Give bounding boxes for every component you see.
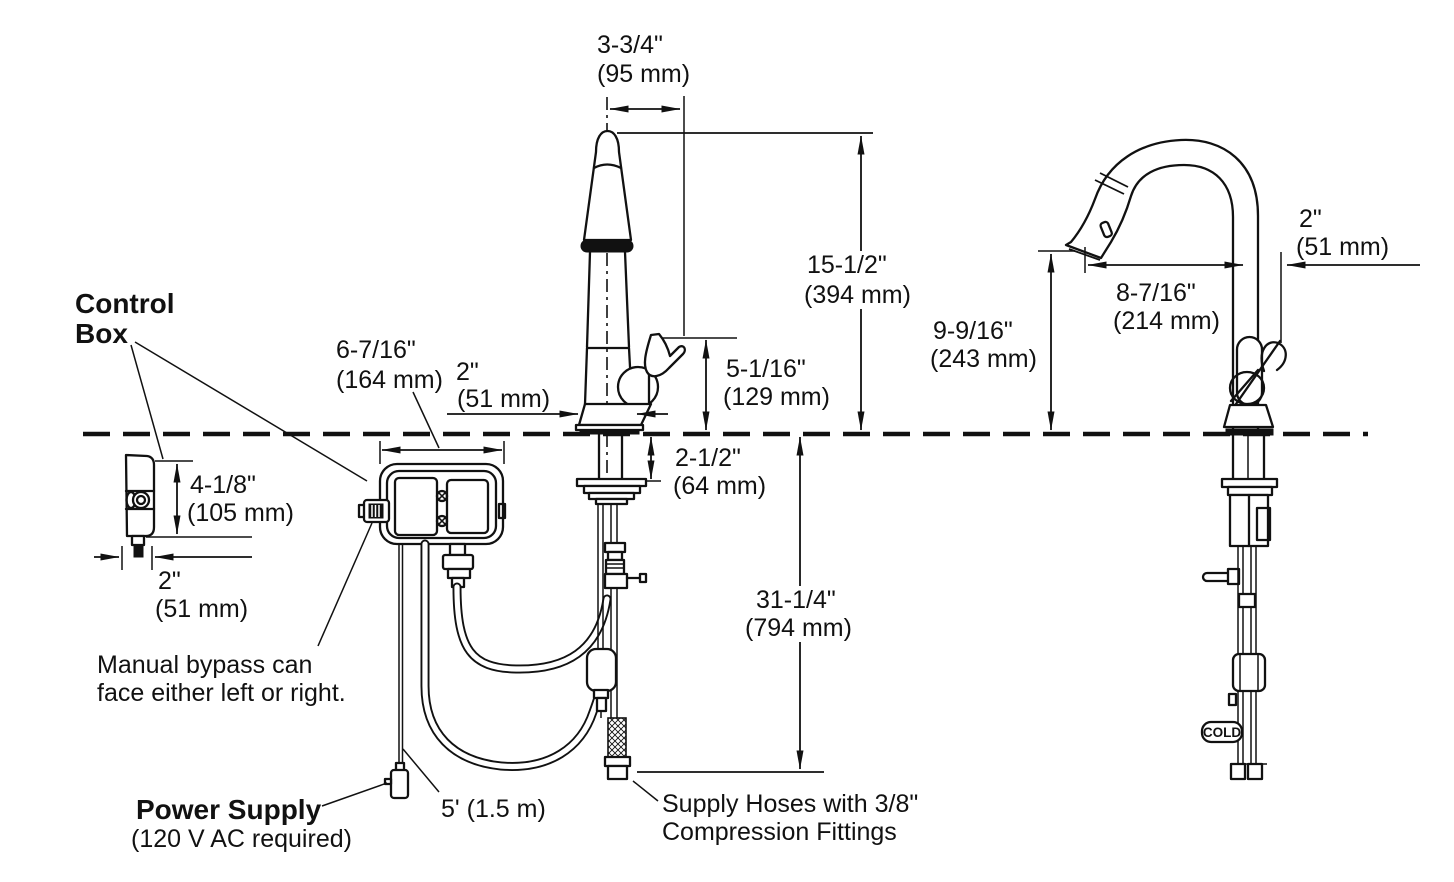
outlet-fitting [441, 553, 475, 571]
screw-top [435, 489, 449, 503]
side-supply-nut-1 [1229, 762, 1247, 781]
faucet-under-counter [575, 432, 648, 781]
hose-loops [420, 539, 612, 771]
dim-box-width-in: 6-7/16" [336, 336, 416, 364]
dim-handle-height-mm: (129 mm) [723, 383, 830, 411]
control-box-right-panel [445, 478, 490, 535]
cold-tag-outline [1200, 720, 1244, 744]
faucet-front-view [574, 97, 686, 435]
hose-weight [585, 647, 618, 693]
dim-shank-depth-in: 2-1/2" [675, 444, 741, 472]
dim-hose-drop-mm: (794 mm) [745, 614, 852, 642]
power-plug [389, 768, 410, 800]
control-box-front-view [357, 462, 507, 589]
control-box-left-panel [393, 476, 439, 537]
dim-shank-depth-mm: (64 mm) [673, 472, 766, 500]
side-bypass-lever [1201, 571, 1233, 583]
screw-bottom [435, 514, 449, 528]
spray-head [582, 129, 633, 242]
dim-spout-offset-in: 3-3/4" [597, 31, 663, 59]
faucet-side-view [1064, 138, 1287, 436]
control-box-leader-left [130, 344, 164, 460]
dim-box-height-mm: (105 mm) [187, 499, 294, 527]
power-supply-label: Power Supply [136, 794, 322, 825]
check-valve-tee [603, 572, 629, 590]
sprayer-button [1099, 220, 1113, 239]
side-mounting-plate [1220, 477, 1279, 489]
spout-offset-dimension [609, 96, 685, 336]
dim-spout-clearance-mm: (243 mm) [930, 345, 1037, 373]
cord-length-leader [402, 748, 440, 793]
side-mixer-component [1231, 652, 1267, 693]
dim-handle-height-in: 5-1/16" [726, 355, 806, 383]
hose-fitting [603, 541, 627, 554]
control-box-label-line1: Control [75, 288, 175, 319]
side-knob-inner [135, 494, 147, 506]
control-box-label-line2: Box [75, 318, 128, 349]
side-faucet-base [1222, 403, 1275, 429]
side-inline-fitting [1237, 592, 1257, 609]
spout-body [583, 250, 634, 406]
dim-spout-clearance-in: 9-9/16" [933, 317, 1013, 345]
control-box-leader-right [134, 341, 368, 482]
dim-spout-reach-mm: (214 mm) [1113, 307, 1220, 335]
power-supply-leader [321, 782, 388, 807]
dim-handle-offset-mm: (51 mm) [1296, 233, 1389, 261]
faucet-handle [643, 332, 686, 378]
side-connector-plug [133, 544, 144, 558]
control-box-width-dimension [379, 391, 505, 464]
manual-bypass-leader [317, 522, 373, 647]
spray-head-ring [580, 239, 634, 253]
label-bg-spout-height [801, 251, 923, 309]
supply-hoses-label-line2: Compression Fittings [662, 818, 897, 846]
side-supply-nut-2 [1246, 762, 1264, 781]
manual-bypass-valve [357, 498, 391, 524]
dim-body-width-mm: (51 mm) [457, 385, 550, 413]
cord-length-label: 5' (1.5 m) [441, 795, 546, 823]
power-supply-note: (120 V AC required) [131, 825, 352, 853]
shank-depth-dimension [645, 436, 661, 482]
compression-fitting [603, 755, 632, 768]
control-box-height-dimension [146, 460, 252, 538]
power-cord [383, 544, 410, 800]
outlet-fitting2 [446, 567, 472, 580]
dim-box-height-in: 4-1/8" [190, 471, 256, 499]
braided-hose [607, 717, 627, 759]
gooseneck-spout [1064, 138, 1260, 430]
control-box-depth-dimension [94, 546, 252, 570]
dim-box-width-mm: (164 mm) [336, 366, 443, 394]
dim-box-depth-mm: (51 mm) [155, 595, 248, 623]
spout-clearance-dimension [1038, 250, 1075, 431]
dim-body-width-in: 2" [456, 358, 479, 386]
control-box-side-view [124, 453, 156, 558]
side-under-counter [1200, 433, 1279, 781]
dim-handle-offset-in: 2" [1299, 205, 1322, 233]
dim-spout-height-mm: (394 mm) [804, 281, 911, 309]
side-connector [130, 534, 146, 547]
manual-bypass-note-line1: Manual bypass can [97, 651, 312, 679]
dim-hose-drop-in: 31-1/4" [756, 586, 836, 614]
supply-hoses-leader [632, 780, 659, 802]
side-handle-hook [1260, 341, 1287, 373]
cold-tag-label: COLD [1203, 725, 1241, 740]
spout-reach-dimension [1084, 247, 1244, 273]
handle-offset-dimension [1280, 252, 1420, 343]
outlet-neck [448, 542, 467, 557]
plug-prong [383, 777, 393, 786]
control-box-side-tab [497, 502, 507, 520]
dim-spout-reach-in: 8-7/16" [1116, 279, 1196, 307]
dim-box-depth-in: 2" [158, 567, 181, 595]
dim-spout-offset-mm: (95 mm) [597, 60, 690, 88]
dim-spout-height-in: 15-1/2" [807, 251, 887, 279]
manual-bypass-note-line2: face either left or right. [97, 679, 346, 707]
supply-hoses-label-line1: Supply Hoses with 3/8" [662, 790, 918, 818]
handle-height-dimension [662, 337, 737, 431]
label-bg-hose-drop [742, 586, 869, 642]
side-knob-outer [131, 490, 151, 510]
